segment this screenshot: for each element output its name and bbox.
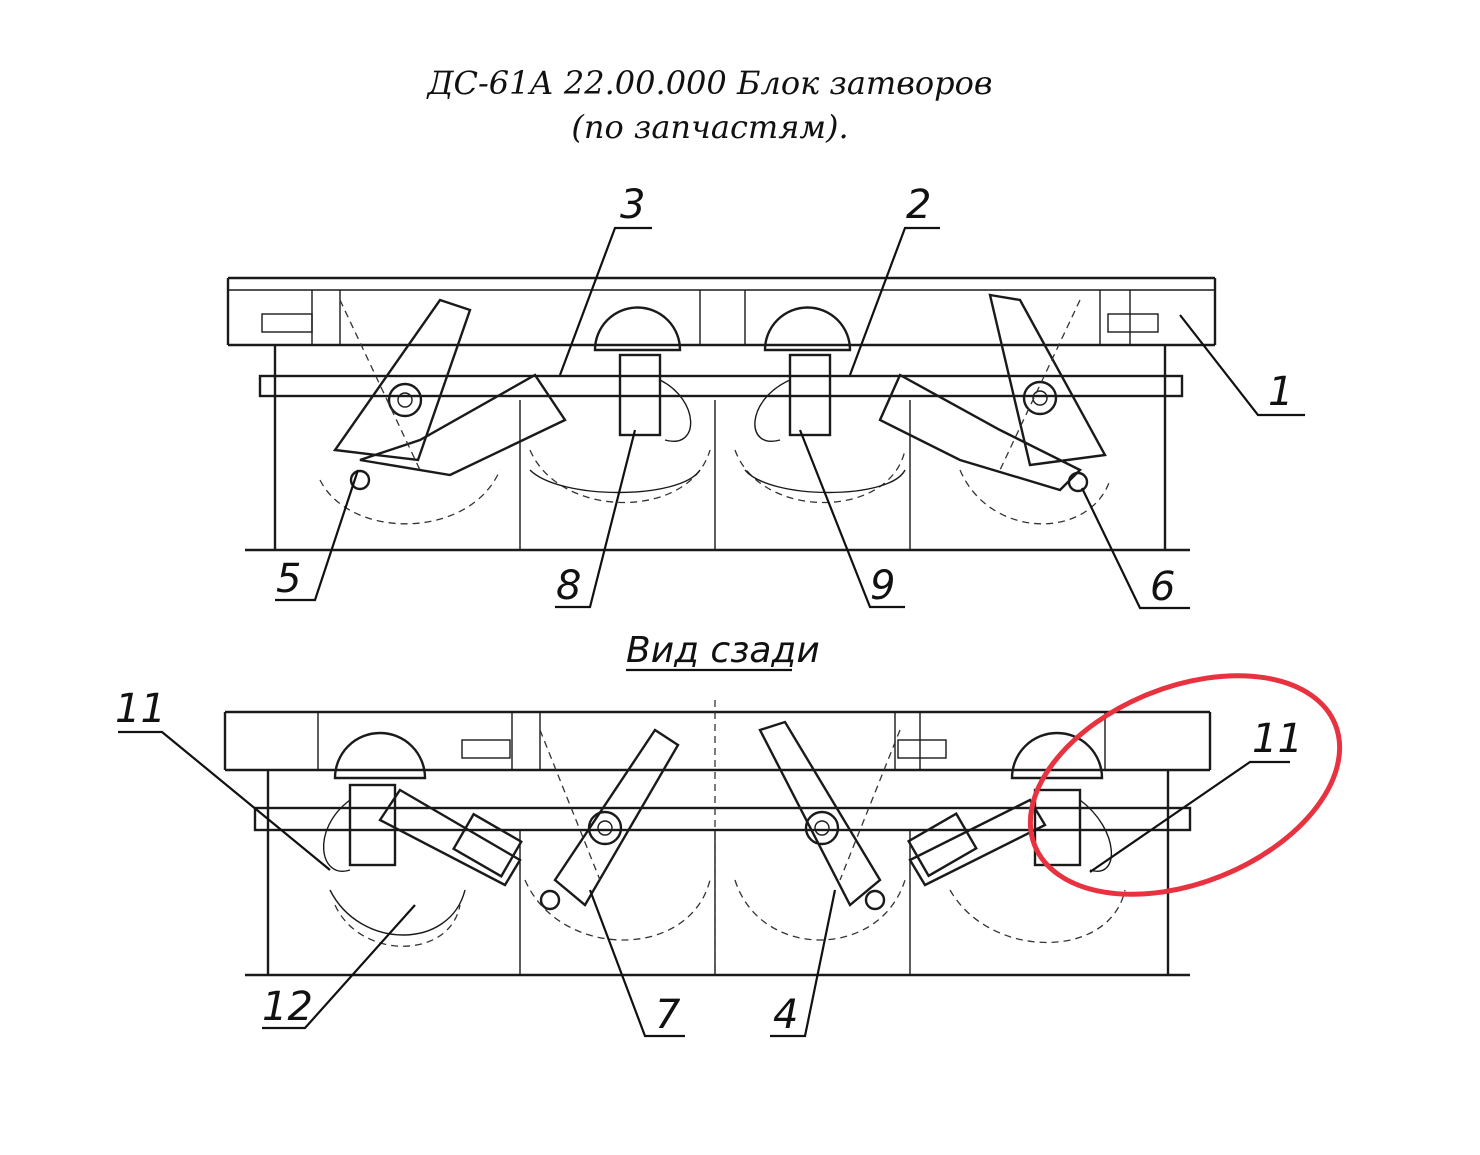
rear-view-assembly (223, 700, 1212, 977)
callout-12: 12 (262, 984, 313, 1030)
callout-5: 5 (276, 556, 301, 602)
rear-view-callouts: 11 11 12 7 4 (115, 686, 1303, 1038)
drawing-title-line1: ДС-61А 22.00.000 Блок затворов (427, 64, 993, 102)
view-label: Вид сзади (626, 630, 820, 671)
callout-7: 7 (655, 992, 681, 1038)
callout-8: 8 (556, 563, 581, 609)
callout-2: 2 (906, 182, 931, 228)
callout-4: 4 (773, 992, 798, 1038)
front-view-assembly (226, 276, 1217, 552)
callout-9: 9 (870, 563, 895, 609)
front-view-callouts: 1 2 3 5 6 8 9 (275, 182, 1305, 610)
callout-3: 3 (620, 182, 645, 228)
callout-6: 6 (1150, 564, 1175, 610)
callout-1: 1 (1268, 369, 1293, 415)
callout-11-left: 11 (115, 686, 166, 732)
highlight-ellipse (1027, 673, 1343, 897)
drawing-title-line2: (по запчастям). (571, 108, 849, 146)
callout-11-right: 11 (1252, 716, 1303, 762)
